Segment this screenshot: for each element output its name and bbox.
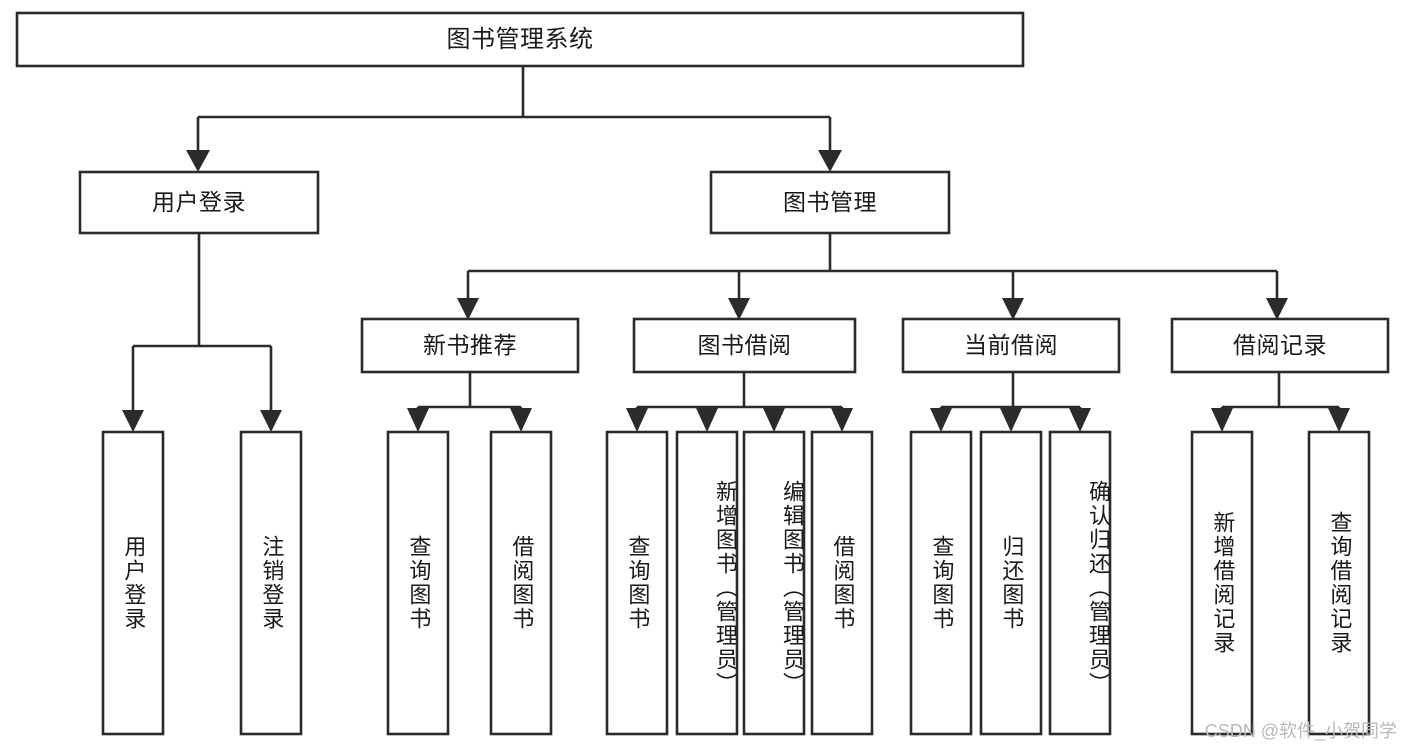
node-book-borrow[interactable] [632, 317, 857, 374]
node-book-manage[interactable] [709, 170, 951, 235]
node-leaf-confirm-return[interactable] [1048, 430, 1112, 736]
node-leaf-query-book-2[interactable] [605, 430, 669, 736]
node-user-login[interactable] [78, 170, 320, 235]
connector-userlogin-to-leaves [122, 233, 282, 432]
node-leaf-add-record[interactable] [1190, 430, 1254, 736]
node-leaf-user-login[interactable] [101, 430, 165, 736]
node-leaf-edit-book[interactable] [742, 430, 806, 736]
node-root[interactable] [15, 11, 1025, 68]
connector-borrowrecord-to-leaves [1211, 372, 1350, 432]
node-leaf-query-book-3[interactable] [909, 430, 973, 736]
connector-bookborrow-to-leaves [626, 372, 853, 432]
node-leaf-return-book[interactable] [979, 430, 1043, 736]
node-leaf-query-record[interactable] [1307, 430, 1371, 736]
node-new-book-rec[interactable] [360, 317, 580, 374]
node-current-borrow[interactable] [901, 317, 1121, 374]
node-leaf-query-book-1[interactable] [386, 430, 450, 736]
node-leaf-borrow-book-2[interactable] [810, 430, 874, 736]
node-leaf-borrow-book-1[interactable] [489, 430, 553, 736]
connector-newbook-to-leaves [407, 372, 532, 432]
node-leaf-logout-login[interactable] [239, 430, 303, 736]
connector-bookmanage-to-level3 [457, 233, 1288, 320]
node-borrow-record[interactable] [1170, 317, 1390, 374]
node-leaf-add-book[interactable] [675, 430, 739, 736]
connector-root-to-level2 [186, 66, 842, 172]
connector-currentborrow-to-leaves [930, 372, 1091, 432]
